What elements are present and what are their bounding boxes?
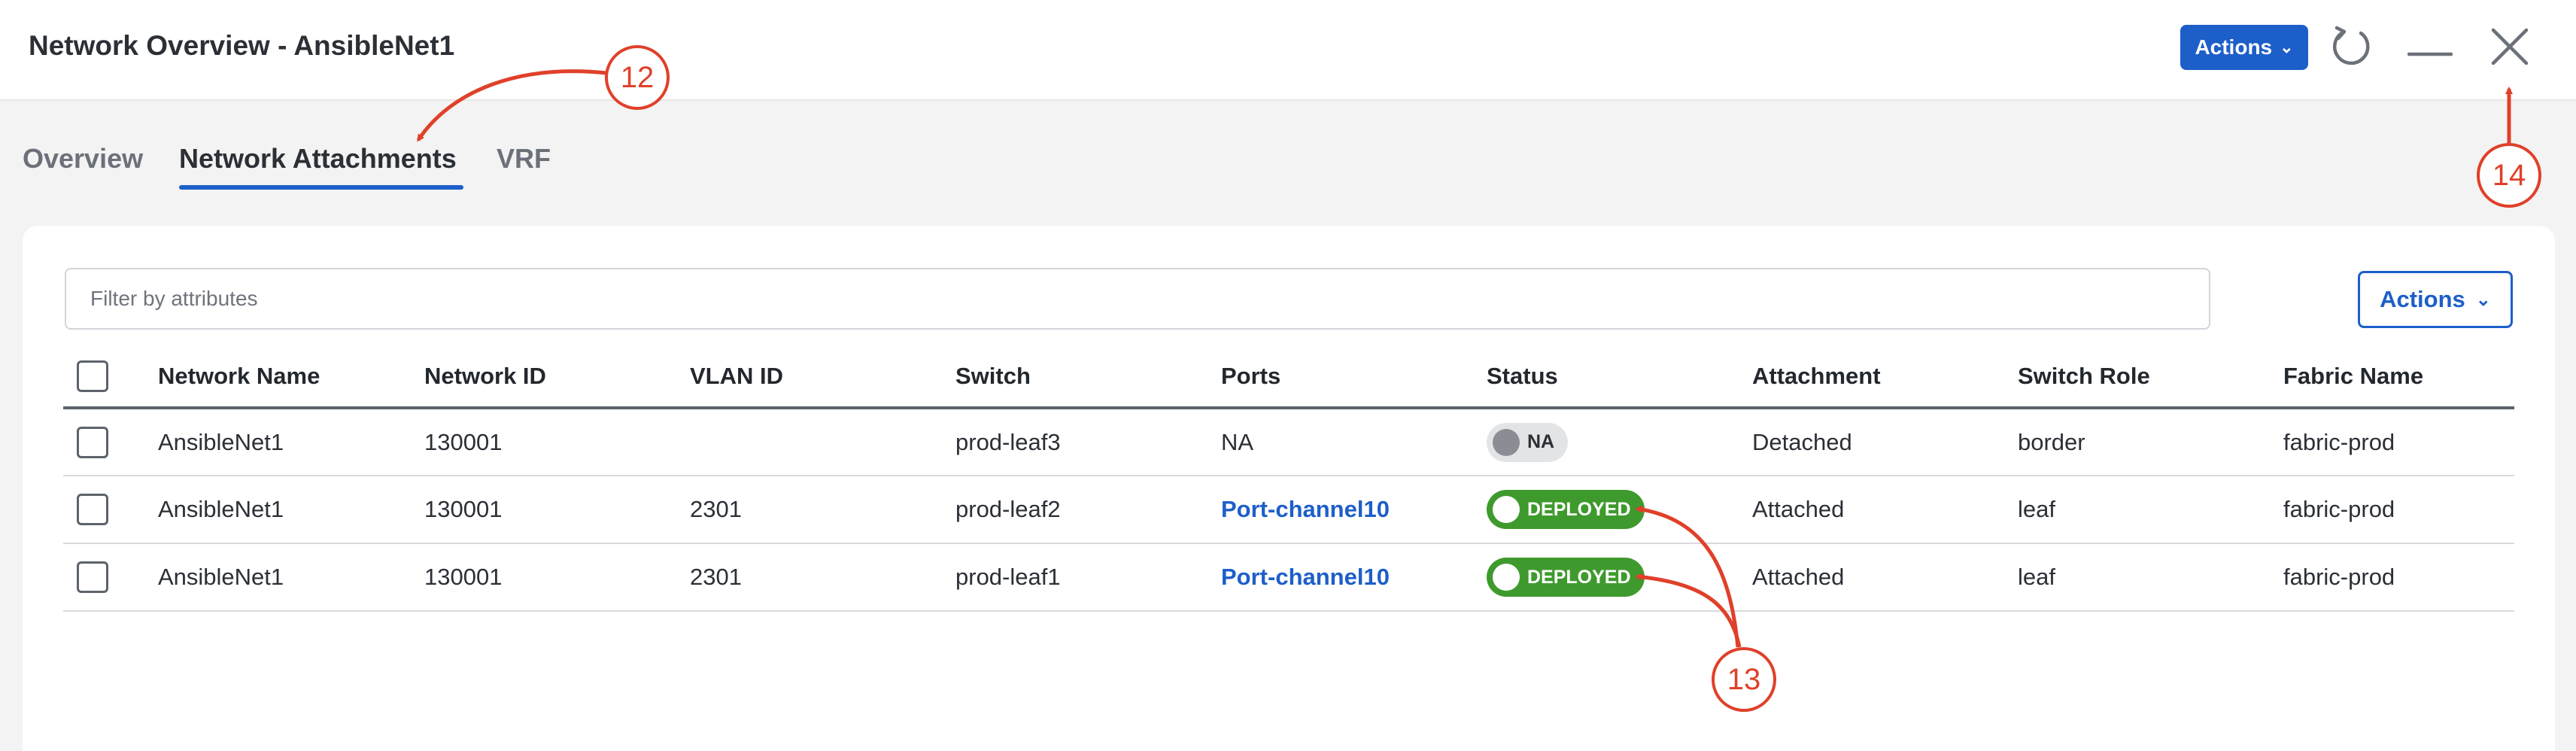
toggle-knob [1493,496,1520,523]
status-cell: NA [1487,408,1752,476]
status-cell: DEPLOYED [1487,476,1752,544]
toggle-knob [1493,564,1520,591]
close-button[interactable] [2480,17,2540,77]
header-actions-button[interactable]: Actions ⌄ [2180,25,2308,70]
select-all-checkbox[interactable] [77,360,108,392]
attachments-table: Network Name Network ID VLAN ID Switch P… [63,346,2514,612]
active-tab-indicator [179,185,463,190]
minimize-icon [2407,52,2453,56]
attachments-panel: Actions ⌄ Network Name Network ID VLAN I… [23,226,2555,751]
tab-vrf[interactable]: VRF [497,143,551,174]
table-actions-label: Actions [2380,286,2465,312]
column-header[interactable]: Network Name [158,346,424,409]
network-name-cell: AnsibleNet1 [158,543,424,612]
chevron-down-icon: ⌄ [2475,289,2491,310]
row-checkbox[interactable] [77,494,108,525]
status-label: NA [1527,431,1555,452]
switch-cell: prod-leaf1 [955,543,1221,612]
title-bar: Network Overview - AnsibleNet1 Actions ⌄ [0,0,2576,101]
fabric-name-cell: fabric-prod [2283,543,2514,612]
table-row[interactable]: AnsibleNet1 130001 2301 prod-leaf1 Port-… [63,543,2514,612]
vlan-id-cell: 2301 [690,476,955,544]
row-checkbox[interactable] [77,561,108,593]
ports-link[interactable]: Port-channel10 [1221,564,1390,590]
page-title: Network Overview - AnsibleNet1 [29,30,455,61]
row-checkbox[interactable] [77,426,108,458]
attachment-cell: Attached [1752,476,2018,544]
column-header[interactable]: VLAN ID [690,346,955,409]
fabric-name-cell: fabric-prod [2283,476,2514,544]
table-row[interactable]: AnsibleNet1 130001 2301 prod-leaf2 Port-… [63,476,2514,544]
annotation-callout: 13 [1712,647,1776,712]
status-label: DEPLOYED [1527,566,1631,588]
table-header-row: Network Name Network ID VLAN ID Switch P… [63,346,2514,409]
refresh-button[interactable] [2320,17,2380,77]
attachment-cell: Detached [1752,408,2018,476]
annotation-callout: 14 [2477,143,2541,208]
minimize-button[interactable] [2400,17,2460,77]
table-row[interactable]: AnsibleNet1 130001 prod-leaf3 NA NA Deta… [63,408,2514,476]
attachment-cell: Attached [1752,543,2018,612]
network-name-cell: AnsibleNet1 [158,476,424,544]
network-id-cell: 130001 [424,543,690,612]
column-header[interactable]: Ports [1221,346,1487,409]
network-id-cell: 130001 [424,476,690,544]
switch-role-cell: border [2018,408,2283,476]
ports-cell: NA [1221,408,1487,476]
network-name-cell: AnsibleNet1 [158,408,424,476]
ports-link[interactable]: Port-channel10 [1221,496,1390,522]
column-header[interactable]: Switch [955,346,1221,409]
column-header[interactable]: Attachment [1752,346,2018,409]
tab-network-attachments[interactable]: Network Attachments [179,143,457,174]
vlan-id-cell [690,408,955,476]
column-header[interactable]: Network ID [424,346,690,409]
status-label: DEPLOYED [1527,498,1631,520]
network-id-cell: 130001 [424,408,690,476]
toggle-knob [1493,428,1520,456]
vlan-id-cell: 2301 [690,543,955,612]
close-icon [2491,28,2529,65]
column-header[interactable]: Switch Role [2018,346,2283,409]
column-header[interactable]: Status [1487,346,1752,409]
status-badge: DEPLOYED [1487,558,1645,597]
switch-cell: prod-leaf2 [955,476,1221,544]
column-header[interactable]: Fabric Name [2283,346,2514,409]
table-actions-button[interactable]: Actions ⌄ [2358,271,2513,328]
annotation-callout: 12 [605,45,670,110]
switch-role-cell: leaf [2018,543,2283,612]
status-badge: NA [1487,422,1569,462]
switch-cell: prod-leaf3 [955,408,1221,476]
filter-input[interactable] [65,268,2210,330]
tab-overview[interactable]: Overview [23,143,144,174]
chevron-down-icon: ⌄ [2280,38,2294,56]
switch-role-cell: leaf [2018,476,2283,544]
status-cell: DEPLOYED [1487,543,1752,612]
fabric-name-cell: fabric-prod [2283,408,2514,476]
refresh-icon [2332,26,2370,65]
header-actions-label: Actions [2195,35,2273,59]
status-badge: DEPLOYED [1487,490,1645,529]
